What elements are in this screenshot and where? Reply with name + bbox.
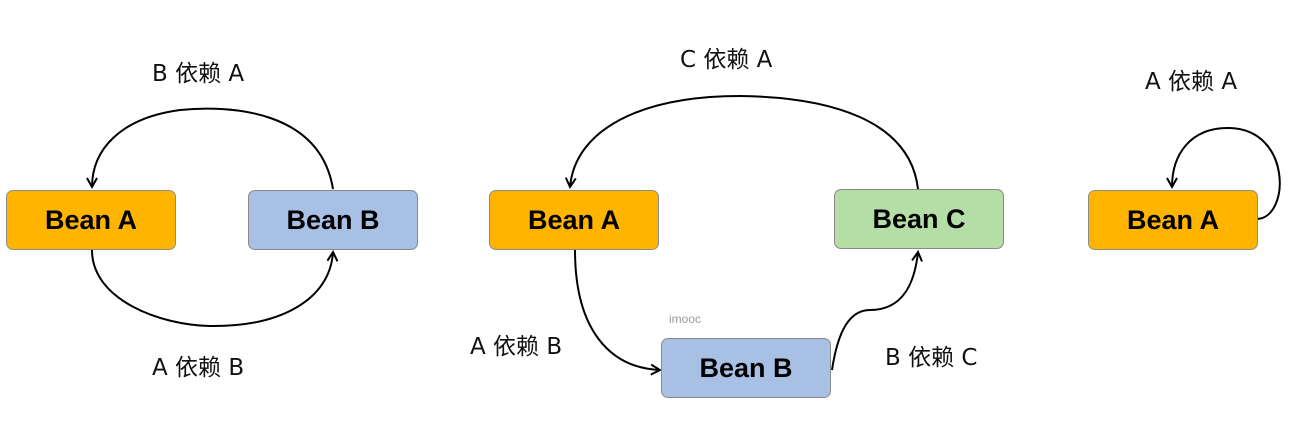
edge-a-depends-b-2 [574, 249, 663, 376]
node-bean-c: Bean C [834, 189, 1004, 249]
edge-label-a-depends-a: A 依赖 A [1145, 69, 1238, 95]
edge-label-b-depends-a: B 依赖 A [152, 61, 245, 87]
watermark: imooc [669, 312, 702, 326]
node-bean-a: Bean A [1088, 190, 1258, 250]
edge-a-depends-b [91, 249, 339, 328]
node-bean-b: Bean B [248, 190, 418, 250]
edge-a-depends-a [1166, 126, 1281, 220]
edge-label-b-depends-c: B 依赖 C [885, 345, 978, 371]
node-bean-a: Bean A [489, 190, 659, 250]
edge-c-depends-a [564, 94, 919, 190]
edge-b-depends-a [86, 107, 334, 190]
edge-label-a-depends-b: A 依赖 B [470, 334, 563, 360]
edge-b-depends-c [831, 249, 923, 371]
edge-label-a-depends-b: A 依赖 B [152, 355, 245, 381]
edge-label-c-depends-a: C 依赖 A [680, 47, 773, 73]
node-bean-b: Bean B [661, 338, 831, 398]
node-bean-a: Bean A [6, 190, 176, 250]
